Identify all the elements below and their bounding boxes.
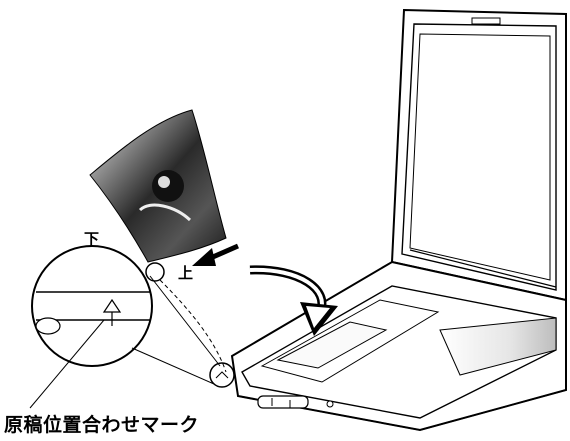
scanner-lid: [390, 8, 567, 302]
inset-connector-top: [149, 275, 221, 367]
magnified-inset: [31, 245, 153, 367]
label-leader-line: [29, 319, 105, 409]
curved-arrow-icon: [249, 265, 338, 336]
label-top: 上: [178, 264, 194, 282]
direction-arrow-icon: [192, 243, 240, 266]
scanner-body: [230, 260, 567, 432]
inset-connector-bottom: [131, 347, 215, 385]
photo-mark-circle: [145, 262, 165, 282]
photo-document: [89, 109, 227, 263]
scanner-corner-mark: [209, 362, 235, 388]
label-bottom: 下: [84, 230, 100, 248]
placement-dashed-path: [159, 279, 227, 373]
alignment-mark-label: 原稿位置合わせマーク: [4, 414, 200, 436]
